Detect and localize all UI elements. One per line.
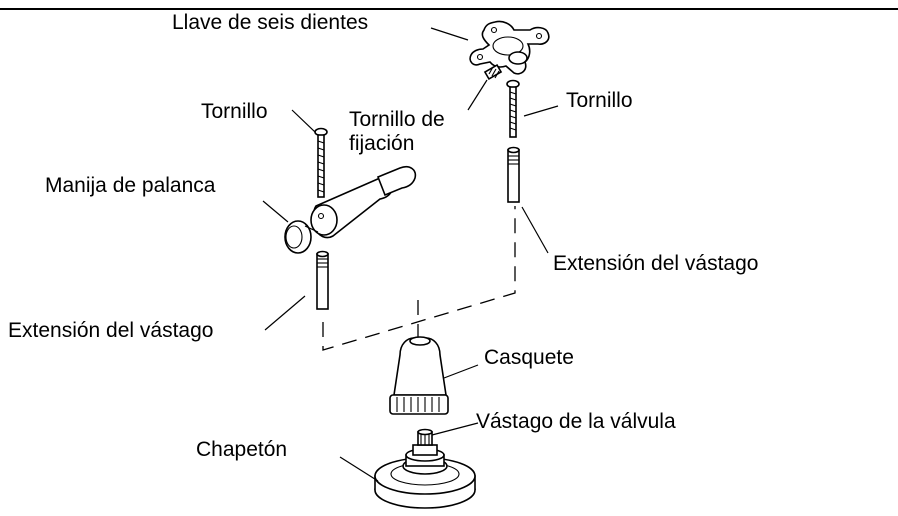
left-screw-illustration — [314, 127, 328, 198]
lever-handle-illustration — [284, 165, 417, 254]
escutcheon-illustration — [374, 457, 476, 509]
label-escutcheon: Chapetón — [196, 438, 287, 461]
left-stem-extension-illustration — [316, 250, 329, 310]
label-lever-handle: Manija de palanca — [45, 174, 216, 197]
label-valve-stem: Vástago de la válvula — [476, 410, 676, 433]
label-six-point-handle: Llave de seis dientes — [172, 11, 368, 34]
six-point-handle-illustration — [469, 20, 550, 75]
set-screw-illustration — [483, 63, 503, 81]
right-screw-illustration — [506, 79, 520, 138]
label-stem-extension-right: Extensión del vástago — [553, 252, 758, 275]
label-screw-left: Tornillo — [201, 100, 268, 123]
label-set-screw-line2: fijación — [349, 132, 414, 155]
valve-stem-illustration — [402, 428, 448, 475]
label-bonnet: Casquete — [484, 346, 574, 369]
leader-lines — [262, 27, 559, 482]
label-stem-extension-left: Extensión del vástago — [8, 319, 213, 342]
right-stem-extension-illustration — [507, 146, 520, 203]
bonnet-illustration — [389, 336, 449, 415]
label-set-screw-line1: Tornillo de — [349, 108, 445, 131]
label-screw-right: Tornillo — [566, 89, 633, 112]
assembly-dashed-lines — [322, 206, 516, 351]
